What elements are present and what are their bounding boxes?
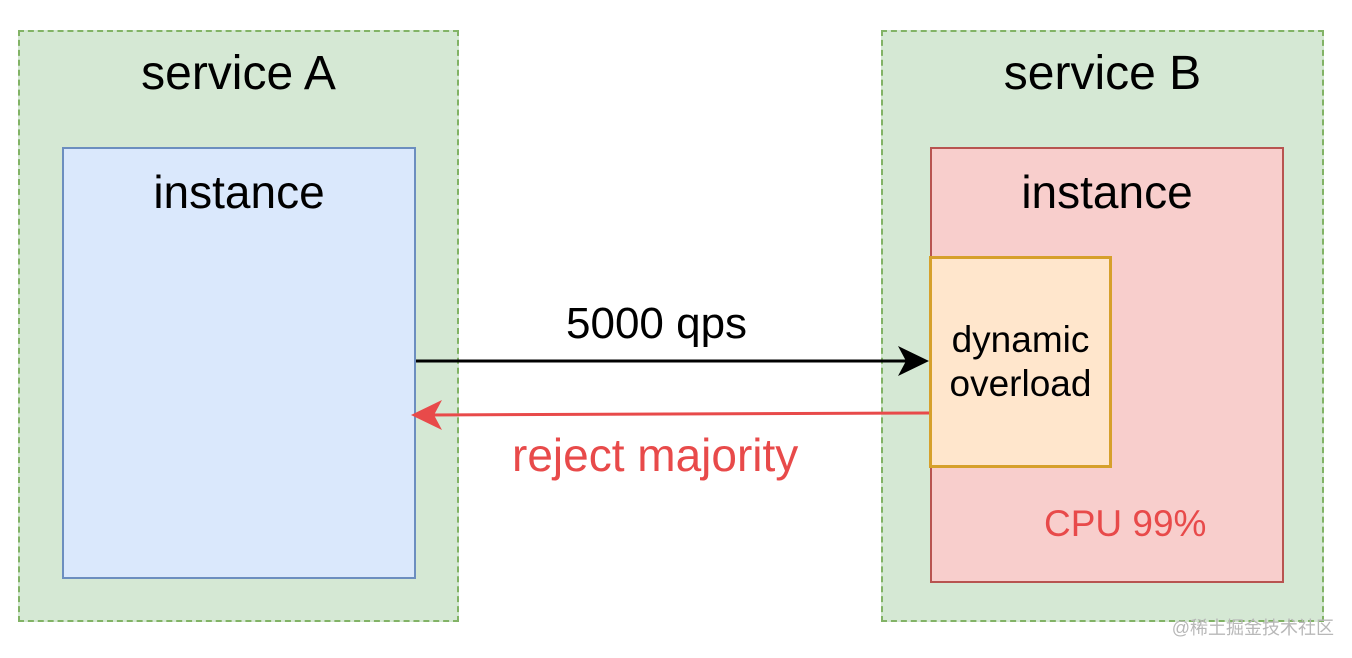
- service-a-instance: instance: [62, 147, 416, 579]
- dynamic-overload-label: dynamic overload: [949, 319, 1092, 404]
- service-b-title: service B: [1003, 47, 1202, 100]
- reject-label: reject majority: [512, 429, 799, 481]
- dynamic-overload-box: dynamic overload: [929, 256, 1112, 468]
- cpu-usage-label: CPU 99%: [1044, 503, 1207, 544]
- service-a-instance-label: instance: [153, 166, 325, 218]
- service-b-container: service B instance: [881, 30, 1324, 622]
- service-b-instance-label: instance: [1021, 166, 1193, 218]
- request-rate-label: 5000 qps: [566, 299, 748, 348]
- watermark: @稀土掘金技术社区: [1171, 618, 1334, 638]
- request-arrow: [416, 346, 929, 376]
- service-a-container: service A instance: [18, 30, 459, 622]
- reject-arrow: [411, 400, 930, 430]
- service-a-title: service A: [141, 47, 336, 100]
